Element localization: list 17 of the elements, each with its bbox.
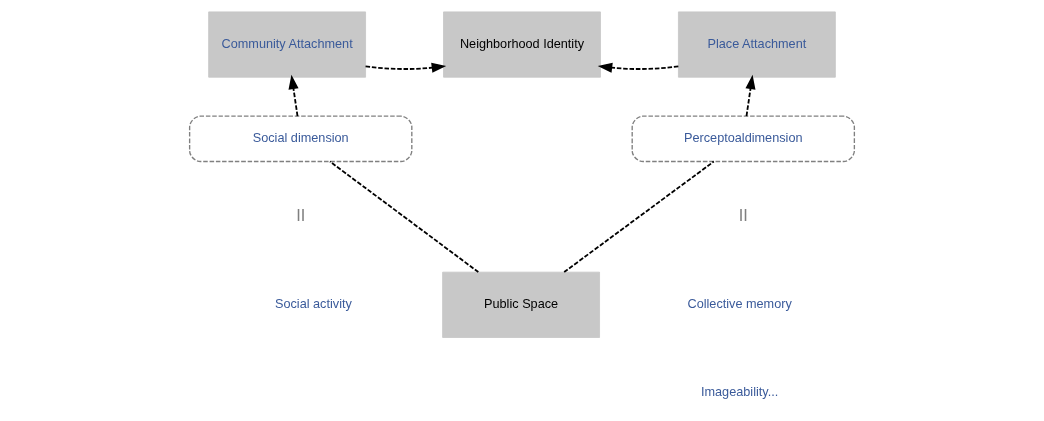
node-box: Perceptoaldimension	[631, 115, 856, 163]
label: Social activity	[274, 297, 352, 312]
node-box: Public Space	[442, 271, 600, 338]
node-box: Neighborhood Identity	[443, 11, 601, 78]
connector	[563, 160, 715, 273]
node-box: Place Attachment	[678, 11, 836, 78]
label: II	[738, 205, 748, 224]
label: II	[296, 205, 306, 224]
label: Imageability...	[700, 385, 779, 400]
arrow	[364, 62, 447, 73]
arrow	[597, 62, 680, 73]
arrow	[288, 74, 299, 117]
arrow	[745, 74, 756, 117]
label: Collective memory	[687, 297, 792, 312]
node-box: Community Attachment	[208, 11, 366, 78]
connector	[329, 160, 480, 273]
node-box: Social dimension	[188, 115, 413, 163]
